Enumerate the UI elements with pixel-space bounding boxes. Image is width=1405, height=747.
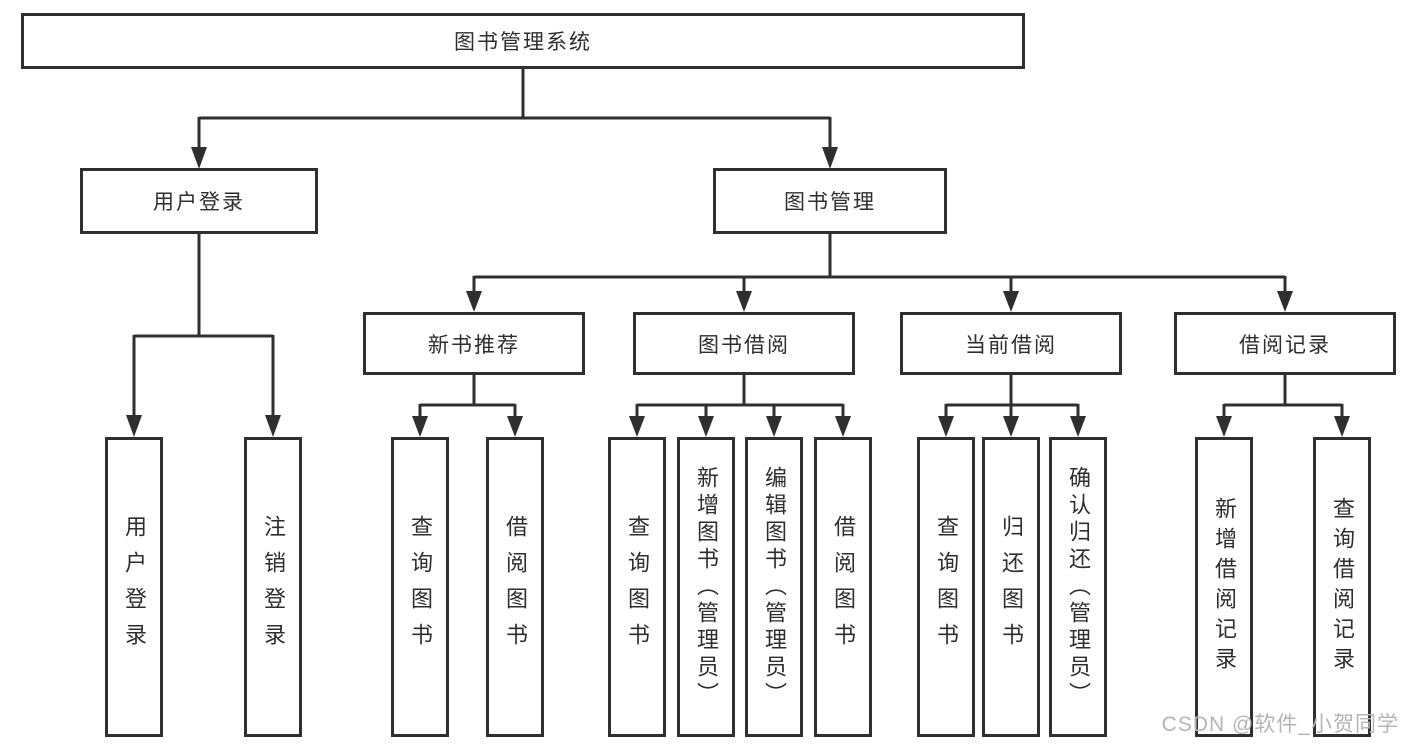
leaf-label: 查询图书: [625, 515, 650, 659]
leaf-add-borrow-record: 新增借阅记录: [1195, 437, 1253, 737]
leaf-label: 归还图书: [999, 515, 1024, 659]
node-book-borrowing: 图书借阅: [633, 312, 855, 375]
leaf-label: 编辑图书（管理员）: [762, 465, 787, 709]
leaf-borrow-books-borrowing: 借阅图书: [814, 437, 872, 737]
leaf-query-books-borrowing: 查询图书: [608, 437, 666, 737]
leaf-borrow-books-recommend: 借阅图书: [486, 437, 544, 737]
leaf-user-login: 用户登录: [105, 437, 163, 737]
leaf-label: 借阅图书: [503, 515, 528, 659]
leaf-query-books-current: 查询图书: [917, 437, 975, 737]
leaf-label: 注销登录: [261, 515, 286, 659]
node-label: 新书推荐: [428, 333, 520, 357]
leaf-label: 确认归还（管理员）: [1066, 465, 1091, 709]
leaf-logout: 注销登录: [244, 437, 302, 737]
leaf-query-borrow-record: 查询借阅记录: [1313, 437, 1371, 737]
node-label: 图书管理: [784, 191, 876, 214]
leaf-label: 新增图书（管理员）: [694, 465, 719, 709]
leaf-return-books: 归还图书: [982, 437, 1040, 737]
node-user-login: 用户登录: [80, 168, 318, 234]
leaf-add-books-admin: 新增图书（管理员）: [677, 437, 735, 737]
node-label: 图书管理系统: [454, 31, 592, 54]
node-book-management: 图书管理: [713, 168, 947, 234]
node-label: 借阅记录: [1239, 333, 1331, 357]
node-library-management-system: 图书管理系统: [21, 13, 1025, 69]
leaf-label: 查询图书: [934, 515, 959, 659]
node-label: 图书借阅: [698, 333, 790, 357]
leaf-query-books-recommend: 查询图书: [391, 437, 449, 737]
node-label: 当前借阅: [965, 333, 1057, 357]
node-borrowing-records: 借阅记录: [1174, 312, 1396, 375]
watermark: CSDN @软件_小贺同学: [1161, 713, 1399, 736]
leaf-confirm-return-admin: 确认归还（管理员）: [1049, 437, 1107, 737]
leaf-label: 新增借阅记录: [1212, 497, 1237, 677]
leaf-label: 查询借阅记录: [1330, 497, 1355, 677]
leaf-label: 用户登录: [122, 515, 147, 659]
node-new-book-recommendation: 新书推荐: [363, 312, 585, 375]
leaf-edit-books-admin: 编辑图书（管理员）: [745, 437, 803, 737]
node-current-borrowing: 当前借阅: [900, 312, 1122, 375]
node-label: 用户登录: [153, 191, 245, 214]
leaf-label: 查询图书: [408, 515, 433, 659]
leaf-label: 借阅图书: [831, 515, 856, 659]
